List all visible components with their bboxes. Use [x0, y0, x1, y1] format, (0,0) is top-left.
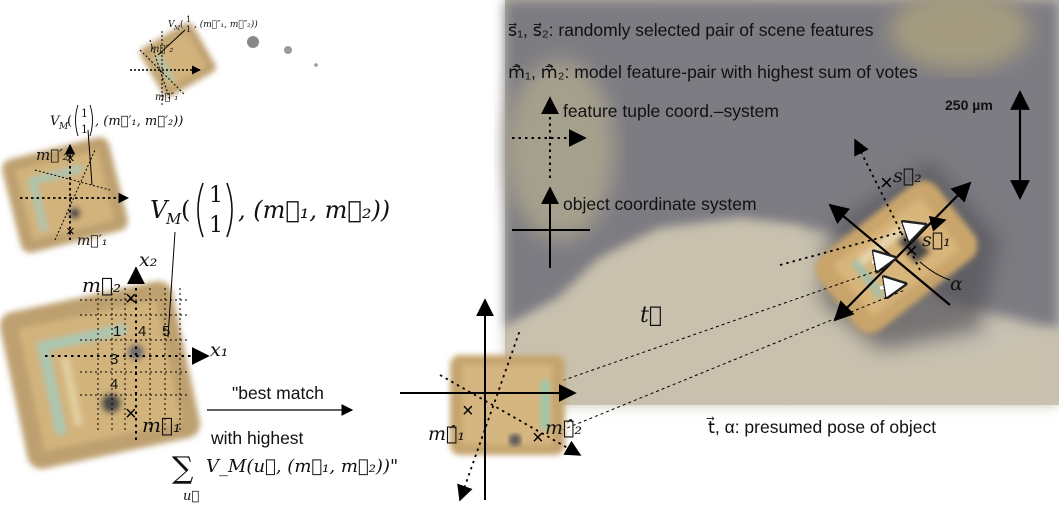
- m1p-label: m⃗′₁: [77, 233, 107, 249]
- m1-cross-marker: ×: [125, 403, 137, 425]
- vote-formula-mid: V M ( 1 1 , (m⃗′₁, m⃗′₂)): [50, 104, 183, 137]
- svg-text:, (m⃗″₁, m⃗″₂)): , (m⃗″₁, m⃗″₂)): [194, 19, 258, 30]
- voting-grid: [80, 288, 190, 430]
- legend-m-pair: m⃗̂₁, m⃗̂₂: model feature-pair with high…: [508, 62, 918, 82]
- vote-formula-main: V M ( 1 1 , (m⃗₁, m⃗₂)): [150, 182, 390, 238]
- alpha-label: α: [950, 273, 963, 295]
- x1-label: x₁: [210, 339, 228, 361]
- continuation-dot-2: [284, 46, 292, 54]
- sum-subscript: u⃗: [183, 489, 199, 504]
- translation-label: t⃗: [640, 303, 662, 328]
- m2-label: m⃗₂: [82, 273, 121, 297]
- svg-text:V: V: [50, 114, 61, 129]
- cell-count-1: 1: [113, 323, 121, 340]
- mid-chip-axes: [20, 129, 130, 241]
- object-axes-icon: [512, 186, 590, 268]
- svg-text:, (m⃗₁, m⃗₂)): , (m⃗₁, m⃗₂)): [238, 196, 390, 224]
- svg-text:(: (: [181, 196, 190, 224]
- m1-label: m⃗₁: [142, 413, 181, 437]
- model-chip-main: [0, 281, 201, 469]
- translation-line-lower: [544, 289, 906, 438]
- m1hat-label: m⃗̂₁: [428, 423, 465, 445]
- vote-pointer-main: [167, 231, 176, 338]
- legend-pose: t⃗, α: presumed pose of object: [706, 416, 936, 437]
- m2pp-label: m⃗″₂: [150, 44, 173, 55]
- m1p-cross-marker: ×: [66, 223, 75, 240]
- feature-tuple-label: feature tuple coord.–system: [563, 101, 779, 121]
- model-chip-mid: [2, 137, 128, 253]
- svg-text:(: (: [67, 114, 72, 129]
- svg-text:1: 1: [81, 107, 88, 120]
- s2-label: s⃗₂: [893, 165, 922, 187]
- m2p-cross-marker: ×: [66, 150, 75, 167]
- svg-text:1: 1: [186, 25, 191, 34]
- cell-count-5: 5: [162, 323, 170, 340]
- svg-text:1: 1: [81, 123, 88, 136]
- m1hat-cross-marker: ×: [462, 400, 474, 422]
- svg-text:1: 1: [186, 15, 191, 24]
- matched-axes: [400, 298, 582, 502]
- vote-formula-top: V M ( 1 1 , (m⃗″₁, m⃗″₂)): [168, 15, 258, 34]
- sum-symbol: ∑: [172, 451, 194, 486]
- m2hat-cross-marker: ×: [532, 427, 544, 449]
- svg-text:(: (: [180, 19, 184, 30]
- cell-count-3: 3: [110, 351, 118, 368]
- x2-label: x₂: [139, 249, 157, 271]
- scale-bar-label: 250 µm: [945, 97, 993, 113]
- s1-label: s⃗₁: [922, 229, 951, 251]
- cell-count-4a: 4: [138, 323, 146, 340]
- continuation-dot-1: [247, 36, 259, 48]
- best-match-line2: with highest: [210, 428, 304, 448]
- best-match-line1: "best match: [232, 383, 324, 403]
- m2p-label: m⃗′₂: [36, 146, 69, 164]
- svg-text:1: 1: [209, 213, 223, 238]
- m2hat-label: m⃗̂₂: [545, 417, 582, 439]
- svg-text:M: M: [173, 25, 181, 32]
- cell-count-4b: 4: [110, 376, 118, 393]
- m2-cross-marker: ×: [125, 288, 137, 310]
- feature-tuple-axes-icon: [512, 96, 587, 178]
- sum-expression: V_M(u⃗, (m⃗₁, m⃗₂))": [206, 456, 398, 477]
- s2-cross-marker: ×: [880, 170, 893, 195]
- scene-object-axes: [779, 138, 972, 322]
- object-coord-label: object coordinate system: [563, 194, 757, 214]
- svg-text:M: M: [165, 210, 182, 228]
- svg-text:1: 1: [209, 183, 223, 208]
- top-chip-axes: [130, 29, 201, 105]
- svg-text:, (m⃗′₁, m⃗′₂)): , (m⃗′₁, m⃗′₂)): [95, 114, 183, 129]
- svg-text:M: M: [58, 122, 69, 132]
- svg-text:V: V: [168, 20, 176, 30]
- svg-text:V: V: [150, 196, 170, 224]
- legend-s-pair: s⃗₁, s⃗₂: randomly selected pair of scen…: [508, 20, 874, 40]
- continuation-dot-3: [314, 63, 318, 67]
- m1pp-label: m⃗″₁: [155, 92, 178, 103]
- s1-cross-marker: ×: [905, 238, 918, 263]
